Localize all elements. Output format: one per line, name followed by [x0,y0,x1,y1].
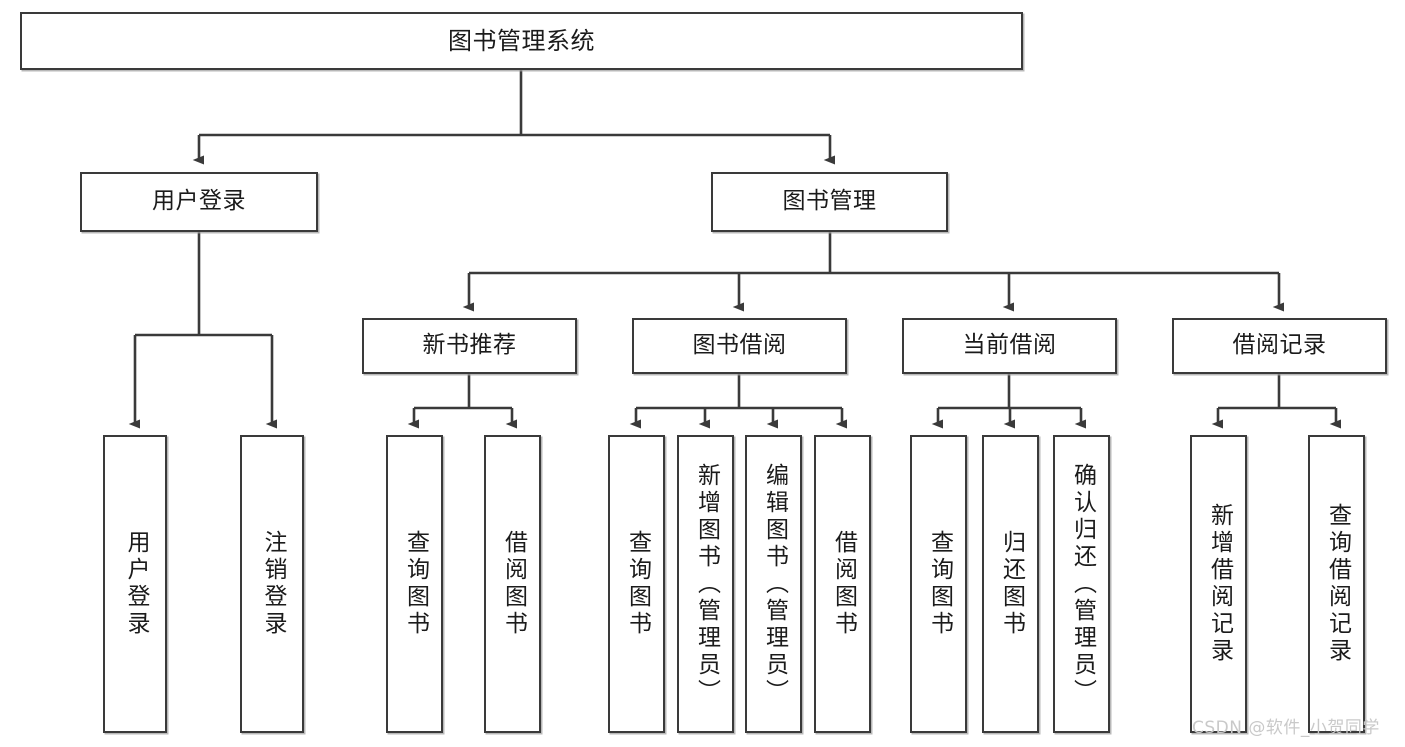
leaf-add-borrow-record[interactable]: 新增借阅记录 [1190,435,1247,733]
leaf-query-book-current-label: 查询图书 [926,530,953,638]
leaf-user-login[interactable]: 用户登录 [103,435,167,733]
leaf-query-book-recommend-label: 查询图书 [402,530,429,638]
leaf-query-book-borrow[interactable]: 查询图书 [608,435,665,733]
leaf-query-borrow-record-label: 查询借阅记录 [1324,503,1351,665]
leaf-confirm-return-admin-label: 确认归还（管理员） [1069,462,1096,706]
node-root-label: 图书管理系统 [448,26,595,55]
leaf-query-borrow-record[interactable]: 查询借阅记录 [1308,435,1365,733]
leaf-add-book-admin[interactable]: 新增图书（管理员） [677,435,734,733]
leaf-query-book-current[interactable]: 查询图书 [910,435,967,733]
leaf-edit-book-admin-label: 编辑图书（管理员） [761,462,788,706]
node-current-borrow-label: 当前借阅 [962,332,1057,359]
node-current-borrow[interactable]: 当前借阅 [902,318,1117,374]
node-borrow-record[interactable]: 借阅记录 [1172,318,1387,374]
node-book-management-label: 图书管理 [782,188,877,215]
node-new-book-recommend[interactable]: 新书推荐 [362,318,577,374]
leaf-borrow-book-label: 借阅图书 [830,530,857,638]
node-root[interactable]: 图书管理系统 [20,12,1023,70]
leaf-query-book-recommend[interactable]: 查询图书 [386,435,443,733]
node-user-login[interactable]: 用户登录 [80,172,318,232]
leaf-borrow-book-recommend-label: 借阅图书 [500,530,527,638]
leaf-return-book-label: 归还图书 [998,530,1025,638]
csdn-watermark: CSDN @软件_小贺同学 [1192,718,1380,738]
leaf-add-book-admin-label: 新增图书（管理员） [693,462,720,706]
node-user-login-label: 用户登录 [152,188,246,215]
leaf-confirm-return-admin[interactable]: 确认归还（管理员） [1053,435,1110,733]
leaf-user-logout-label: 注销登录 [259,530,286,638]
leaf-borrow-book[interactable]: 借阅图书 [814,435,871,733]
node-book-borrow-label: 图书借阅 [692,332,787,359]
leaf-borrow-book-recommend[interactable]: 借阅图书 [484,435,541,733]
node-new-book-recommend-label: 新书推荐 [422,332,517,359]
leaf-user-logout[interactable]: 注销登录 [240,435,304,733]
node-book-management[interactable]: 图书管理 [711,172,948,232]
node-book-borrow[interactable]: 图书借阅 [632,318,847,374]
leaf-return-book[interactable]: 归还图书 [982,435,1039,733]
leaf-add-borrow-record-label: 新增借阅记录 [1206,503,1233,665]
leaf-edit-book-admin[interactable]: 编辑图书（管理员） [745,435,802,733]
leaf-user-login-label: 用户登录 [122,530,149,638]
node-borrow-record-label: 借阅记录 [1232,332,1327,359]
leaf-query-book-borrow-label: 查询图书 [624,530,651,638]
